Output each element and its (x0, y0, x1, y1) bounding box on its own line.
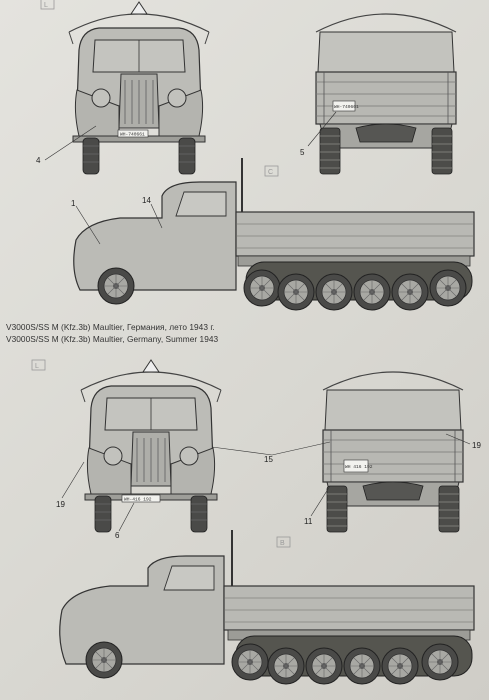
callout-15: 15 (264, 455, 273, 464)
callout-19-front: 19 (56, 500, 65, 509)
top-side-badge: C (268, 169, 273, 176)
callout-11: 11 (304, 517, 313, 526)
caption-russian: V3000S/SS M (Kfz.3b) Maultier, Германия,… (6, 322, 215, 332)
bottom-front-badge: L (35, 363, 39, 370)
top-side-view (73, 158, 475, 311)
callout-6: 6 (115, 531, 120, 540)
callout-14: 14 (142, 196, 151, 205)
top-front-view: WH-740661 (68, 1, 210, 175)
top-front-badge: L (44, 2, 48, 9)
bottom-side-view (59, 530, 475, 685)
top-rear-plate: WH-740661 (334, 104, 359, 110)
bottom-front-plate: WH-416 192 (124, 497, 152, 503)
top-rear-view: WH-740661 (315, 13, 457, 175)
callout-19-rear: 19 (472, 441, 481, 450)
bottom-front-view: WH-416 192 (80, 359, 222, 533)
bottom-rear-plate: WH 416 192 (345, 464, 373, 470)
top-front-plate: WH-740661 (120, 132, 145, 138)
caption-english: V3000S/SS M (Kfz.3b) Maultier, Germany, … (6, 334, 219, 344)
callout-numbers: 4 5 1 14 15 19 19 6 11 (36, 148, 481, 540)
callout-5: 5 (300, 148, 305, 157)
badges: L C L B (31, 0, 291, 548)
bottom-side-badge: B (280, 540, 285, 547)
callout-1: 1 (71, 199, 76, 208)
bottom-rear-view: WH 416 192 (322, 371, 464, 533)
callout-lines (44, 111, 471, 532)
callout-4: 4 (36, 156, 41, 165)
